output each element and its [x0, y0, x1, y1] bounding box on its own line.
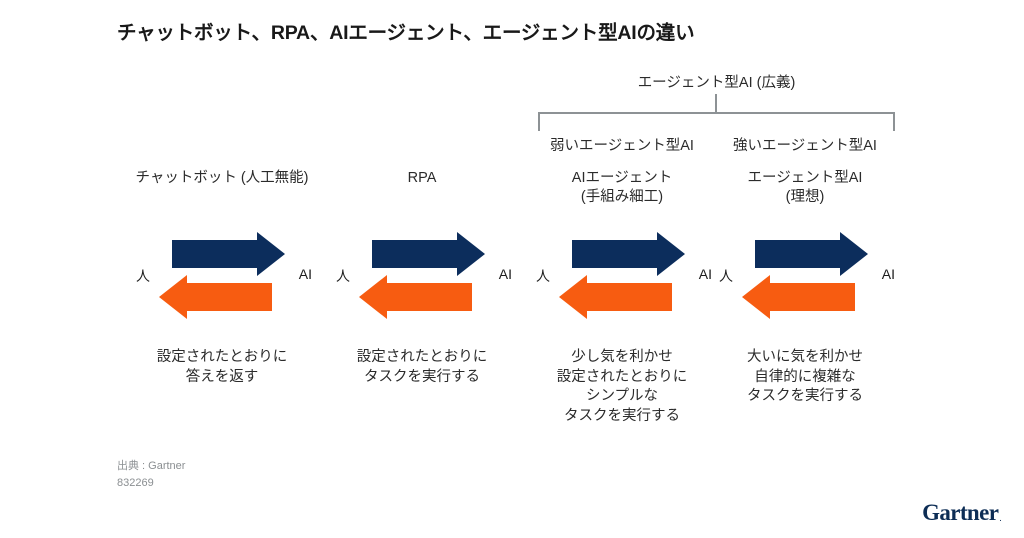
column-header-line2: (手組み細工) [580, 189, 664, 205]
caption-line: 答えを返す [185, 368, 259, 385]
caption-line: 自律的に複雑な [754, 368, 856, 385]
bracket-tick-left [538, 112, 540, 131]
caption-line: 設定されたとおりに [556, 368, 688, 385]
label-human: 人 [536, 268, 550, 284]
label-ai: AI [698, 266, 712, 282]
bracket-horizontal-line [538, 112, 895, 114]
arrow-right-navy-icon [372, 232, 485, 276]
source-block: 出典 : Gartner 832269 [117, 458, 185, 492]
arrow-pair-chatbot: 人 AI [122, 232, 322, 324]
caption-rpa: 設定されたとおりに タスクを実行する [314, 348, 530, 387]
caption-line: タスクを実行する [364, 368, 480, 385]
registered-mark: . [999, 513, 1001, 523]
caption-ai-agent: 少し気を利かせ 設定されたとおりに シンプルな タスクを実行する [514, 348, 730, 426]
column-header-agentic-ai: エージェント型AI (理想) [705, 169, 905, 207]
column-header-rpa: RPA [322, 169, 522, 188]
arrow-right-navy-icon [755, 232, 868, 276]
column-header-line2: (理想) [785, 189, 825, 205]
label-ai: AI [881, 266, 895, 282]
gartner-logo: Gartner. [922, 500, 1001, 526]
arrow-left-orange-icon [742, 275, 855, 319]
caption-agentic-ai: 大いに気を利かせ 自律的に複雑な タスクを実行する [697, 348, 913, 407]
column-header-line1: エージェント型AI [747, 170, 863, 186]
label-human: 人 [136, 268, 150, 284]
caption-chatbot: 設定されたとおりに 答えを返す [114, 348, 330, 387]
caption-line: シンプルな [585, 388, 659, 404]
arrow-right-navy-icon [172, 232, 285, 276]
column-header-chatbot: チャットボット (人工無能) [122, 169, 322, 188]
bracket-label-strong-agentic: 強いエージェント型AI [733, 138, 877, 154]
label-human: 人 [719, 268, 733, 284]
bracket-stem [715, 94, 717, 113]
label-ai: AI [298, 266, 312, 282]
source-text: 出典 : Gartner [117, 460, 186, 472]
column-header-line1: RPA [407, 170, 437, 186]
column-header-ai-agent: AIエージェント (手組み細工) [522, 169, 722, 207]
caption-line: タスクを実行する [747, 388, 863, 404]
column-header-line1: チャットボット (人工無能) [135, 170, 309, 186]
label-human: 人 [336, 268, 350, 284]
label-ai: AI [498, 266, 512, 282]
bracket-label-weak-agentic: 弱いエージェント型AI [550, 138, 694, 154]
bracket-tick-right [893, 112, 895, 131]
arrow-right-navy-icon [572, 232, 685, 276]
bracket-top-label: エージェント型AI (広義) [637, 75, 796, 91]
arrow-left-orange-icon [159, 275, 272, 319]
page-title: チャットボット、RPA、AIエージェント、エージェント型AIの違い [117, 22, 695, 44]
caption-line: 設定されたとおりに [356, 349, 488, 365]
arrow-left-orange-icon [359, 275, 472, 319]
caption-line: 大いに気を利かせ [747, 349, 863, 365]
column-header-line1: AIエージェント [571, 170, 673, 186]
caption-line: 少し気を利かせ [571, 349, 673, 365]
arrow-pair-ai-agent: 人 AI [522, 232, 722, 324]
document-id: 832269 [117, 477, 154, 489]
caption-line: 設定されたとおりに [156, 349, 288, 365]
bidirectional-arrow-diagram [159, 232, 285, 319]
gartner-logo-text: Gartner [922, 500, 999, 525]
bidirectional-arrow-diagram [359, 232, 485, 319]
bidirectional-arrow-diagram [559, 232, 685, 319]
arrow-pair-agentic-ai: 人 AI [705, 232, 905, 324]
arrow-left-orange-icon [559, 275, 672, 319]
caption-line: タスクを実行する [564, 407, 680, 424]
arrow-pair-rpa: 人 AI [322, 232, 522, 324]
bidirectional-arrow-diagram [742, 232, 868, 319]
